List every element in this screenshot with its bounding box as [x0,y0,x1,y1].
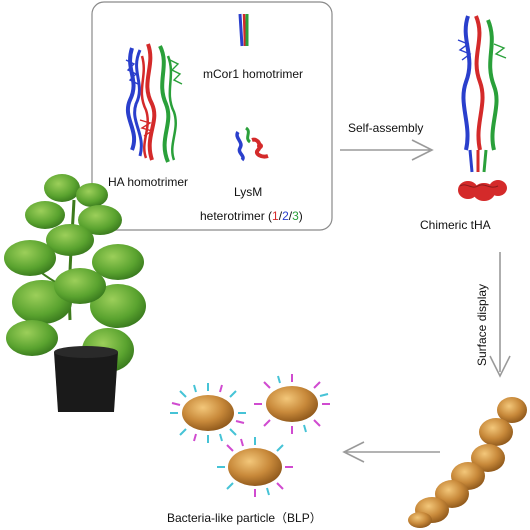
blp-particle-icon [170,374,330,497]
plant-icon [4,174,146,412]
chimeric-tha-icon [457,15,507,201]
arrow-self-assembly-icon [340,139,434,161]
ha-homotrimer-label: HA homotrimer [108,175,189,189]
surface-display-label: Surface display [475,283,489,366]
chain-1-label: 1 [272,209,279,223]
chain-3-label: 3 [292,209,299,223]
chain-2-label: 2 [282,209,289,223]
bacterium-chain-icon [408,397,527,528]
mcor1-homotrimer-icon [238,13,249,47]
arrow-to-blp-icon [342,441,440,463]
blp-label: Bacteria-like particle（BLP） [167,511,322,525]
chimeric-tha-label: Chimeric tHA [420,218,491,232]
lysm-heterotrimer-icon [235,126,269,162]
lysm-label: LysM [234,185,263,199]
ha-homotrimer-icon [125,43,183,163]
lysm-heterotrimer-label: heterotrimer (1/2/3) [200,209,303,223]
arrow-surface-display-icon [489,252,511,378]
self-assembly-label: Self-assembly [348,121,424,135]
mcor1-label: mCor1 homotrimer [203,67,304,81]
